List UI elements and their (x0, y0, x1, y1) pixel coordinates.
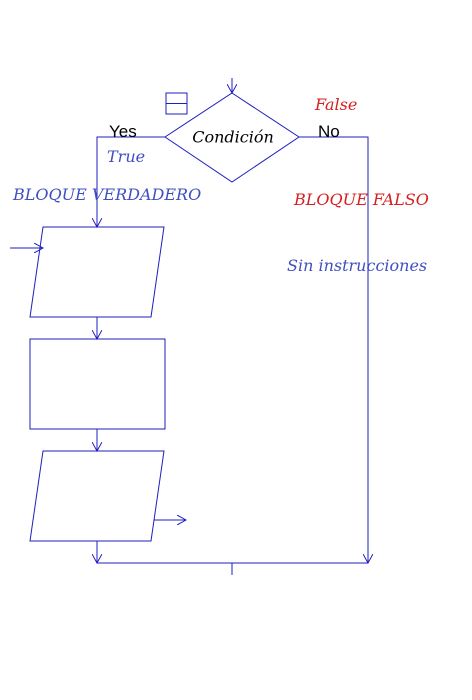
yes-branch-line (97, 136, 165, 227)
yes-label: Yes (109, 122, 137, 141)
decision-diamond[interactable] (164, 92, 300, 183)
false-block-note: Sin instrucciones (287, 256, 427, 275)
output-parallelogram[interactable] (29, 450, 165, 542)
input-parallelogram[interactable] (29, 226, 165, 318)
true-block-title: BLOQUE VERDADERO (12, 185, 201, 204)
no-branch-line (299, 136, 368, 563)
process-rectangle[interactable] (29, 338, 166, 430)
false-block-title: BLOQUE FALSO (293, 190, 429, 209)
no-label: No (318, 122, 340, 141)
true-label: True (107, 147, 145, 166)
collapse-toggle-icon[interactable] (165, 92, 188, 115)
decision-text: Condición (192, 128, 274, 147)
false-label: False (314, 95, 357, 114)
